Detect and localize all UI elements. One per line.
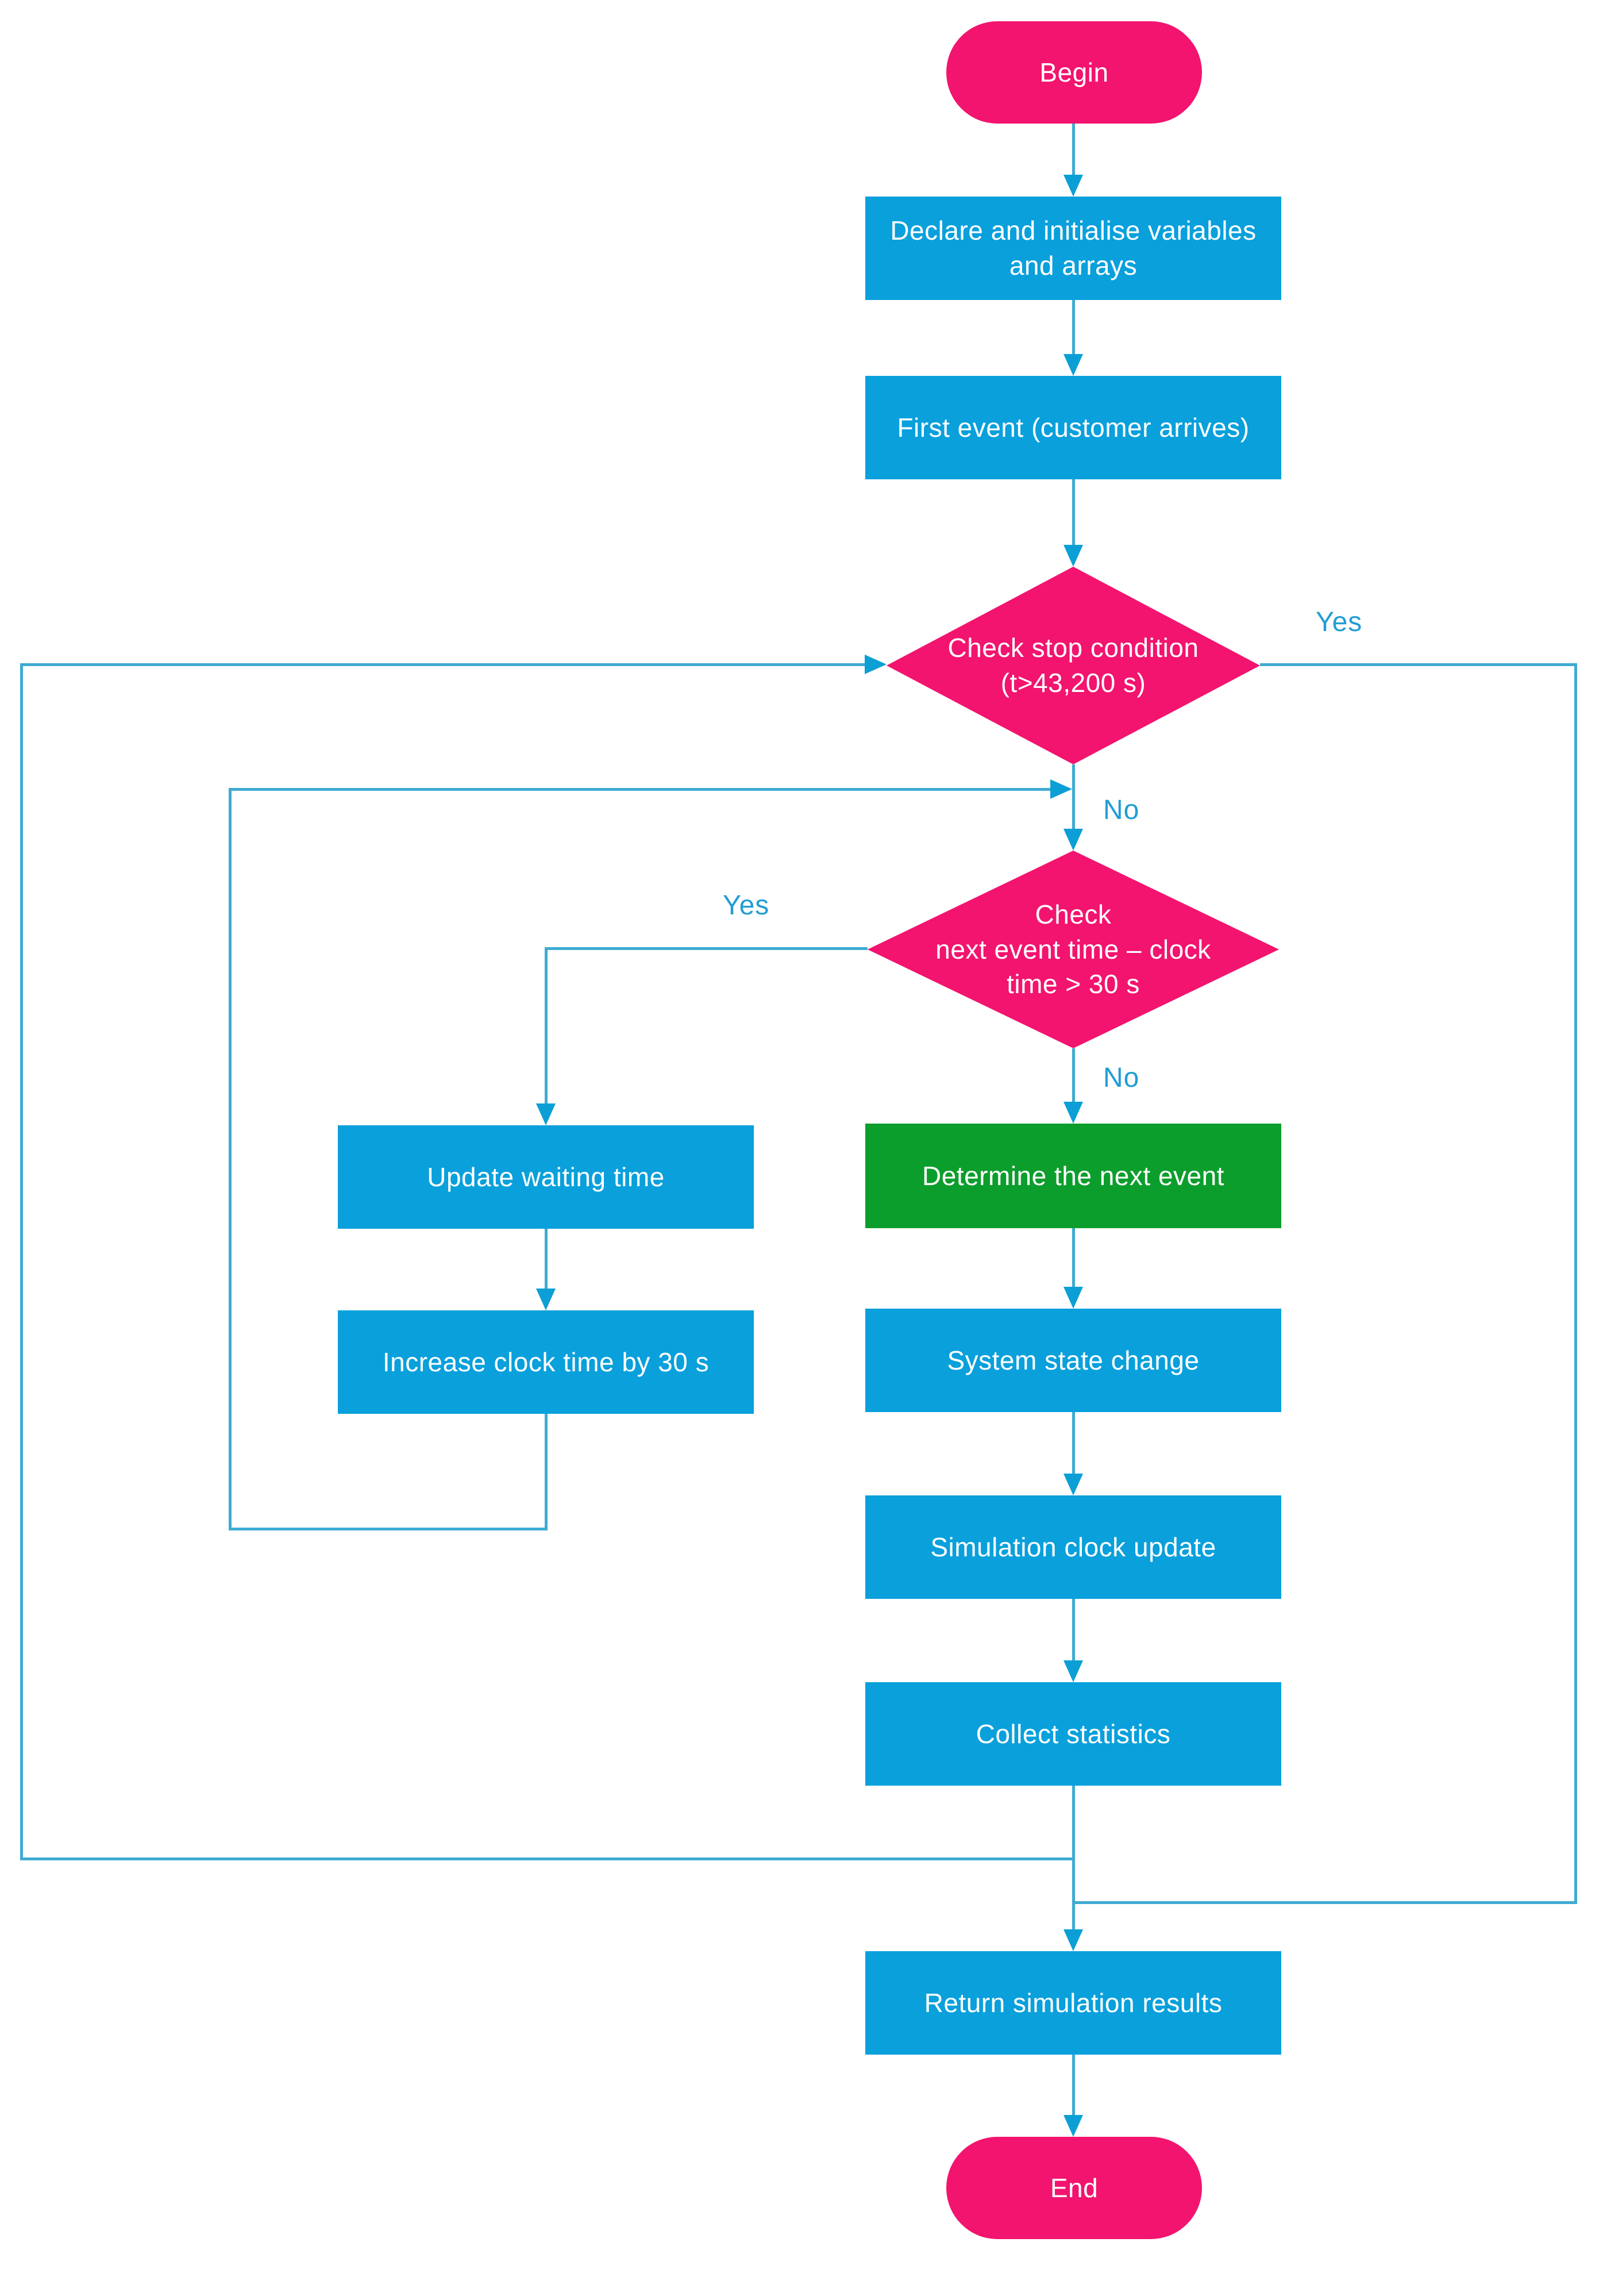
update-waiting-label: Update waiting time: [427, 1162, 665, 1192]
edge-checknext-determine: [1072, 1048, 1075, 1103]
edge-innerloop-return: [230, 788, 1050, 791]
arrowhead-return-end: [1063, 2115, 1083, 2137]
edge-determine-systemstate: [1072, 1228, 1075, 1288]
edge-checkstop-yes-h: [1260, 663, 1577, 666]
arrowhead-determine-systemstate: [1063, 1287, 1083, 1309]
arrowhead-firstevent-checkstop: [1063, 545, 1083, 567]
arrowhead-update-increase: [536, 1289, 556, 1310]
label-checknext-no: No: [1103, 1063, 1140, 1093]
declare-label-line2: and arrays: [1009, 251, 1138, 280]
arrowhead-checknext-update: [536, 1103, 556, 1125]
simulation-clock-update-process: Simulation clock update: [865, 1495, 1281, 1599]
edge-declare-firstevent: [1072, 300, 1075, 355]
edge-checknext-yes-h: [546, 947, 868, 950]
edge-bigloop-left: [20, 663, 23, 1860]
edge-simclock-collect: [1072, 1599, 1075, 1662]
check-stop-label-line2: (t>43,200 s): [1000, 668, 1146, 698]
collect-stats-label: Collect statistics: [976, 1718, 1171, 1749]
edge-innerloop-down: [545, 1414, 548, 1530]
edge-innerloop-up: [229, 788, 232, 1530]
update-waiting-time-process: Update waiting time: [338, 1125, 754, 1229]
arrowhead-innerloop-return: [1050, 779, 1072, 799]
first-event-label: First event (customer arrives): [897, 412, 1250, 443]
collect-statistics-process: Collect statistics: [865, 1682, 1281, 1786]
return-results-process: Return simulation results: [865, 1951, 1281, 2055]
label-checkstop-yes: Yes: [1316, 607, 1363, 637]
edge-innerloop-bottom: [230, 1528, 548, 1530]
determine-next-label: Determine the next event: [922, 1160, 1224, 1191]
label-checknext-yes: Yes: [723, 890, 770, 921]
arrowhead-systemstate-simclock: [1063, 1474, 1083, 1495]
edge-checkstop-yes-merge: [1073, 1901, 1577, 1904]
edge-checkstop-yes-v: [1574, 663, 1577, 1904]
declare-label-line1: Declare and initialise variables: [890, 216, 1257, 246]
end-label: End: [1050, 2172, 1099, 2203]
arrowhead-checknext-determine: [1063, 1102, 1083, 1124]
edge-return-end: [1072, 2055, 1075, 2116]
arrowhead-declare-firstevent: [1063, 354, 1083, 376]
arrowhead-checkstop-checknext: [1063, 829, 1083, 851]
edge-update-increase: [545, 1229, 548, 1290]
first-event-process: First event (customer arrives): [865, 376, 1281, 479]
arrowhead-begin-declare: [1063, 175, 1083, 197]
check-next-event-decision: Check next event time – clock time > 30 …: [868, 851, 1279, 1048]
increase-clock-time-process: Increase clock time by 30 s: [338, 1310, 754, 1414]
check-next-label-line2: next event time – clock: [935, 934, 1211, 964]
end-terminator: End: [946, 2137, 1202, 2239]
edge-begin-declare: [1072, 124, 1075, 176]
sim-clock-label: Simulation clock update: [930, 1532, 1216, 1562]
edge-bigloop-top: [21, 663, 866, 666]
edge-bigloop-bottom: [21, 1857, 1073, 1860]
check-stop-decision: Check stop condition (t>43,200 s): [887, 567, 1260, 764]
edge-checknext-yes-v: [545, 947, 548, 1105]
edge-firstevent-checkstop: [1072, 479, 1075, 546]
edge-collect-return: [1072, 1786, 1075, 1930]
increase-clock-label: Increase clock time by 30 s: [382, 1347, 710, 1377]
determine-next-event-process: Determine the next event: [865, 1124, 1281, 1228]
return-results-label: Return simulation results: [924, 1987, 1223, 2018]
begin-terminator: Begin: [946, 21, 1202, 124]
system-state-change-process: System state change: [865, 1309, 1281, 1412]
begin-label: Begin: [1039, 57, 1109, 87]
label-checkstop-no: No: [1103, 795, 1140, 825]
check-next-label-line3: time > 30 s: [1007, 969, 1140, 999]
edge-checkstop-checknext: [1072, 764, 1075, 830]
system-state-label: System state change: [947, 1345, 1200, 1375]
declare-variables-process: Declare and initialise variables and arr…: [865, 197, 1281, 300]
edge-systemstate-simclock: [1072, 1412, 1075, 1475]
arrowhead-simclock-collect: [1063, 1660, 1083, 1682]
arrowhead-bigloop-checkstop: [865, 655, 887, 674]
check-stop-label-line1: Check stop condition: [947, 633, 1199, 663]
check-next-label-line1: Check: [1035, 899, 1112, 929]
arrowhead-collect-return: [1063, 1929, 1083, 1951]
